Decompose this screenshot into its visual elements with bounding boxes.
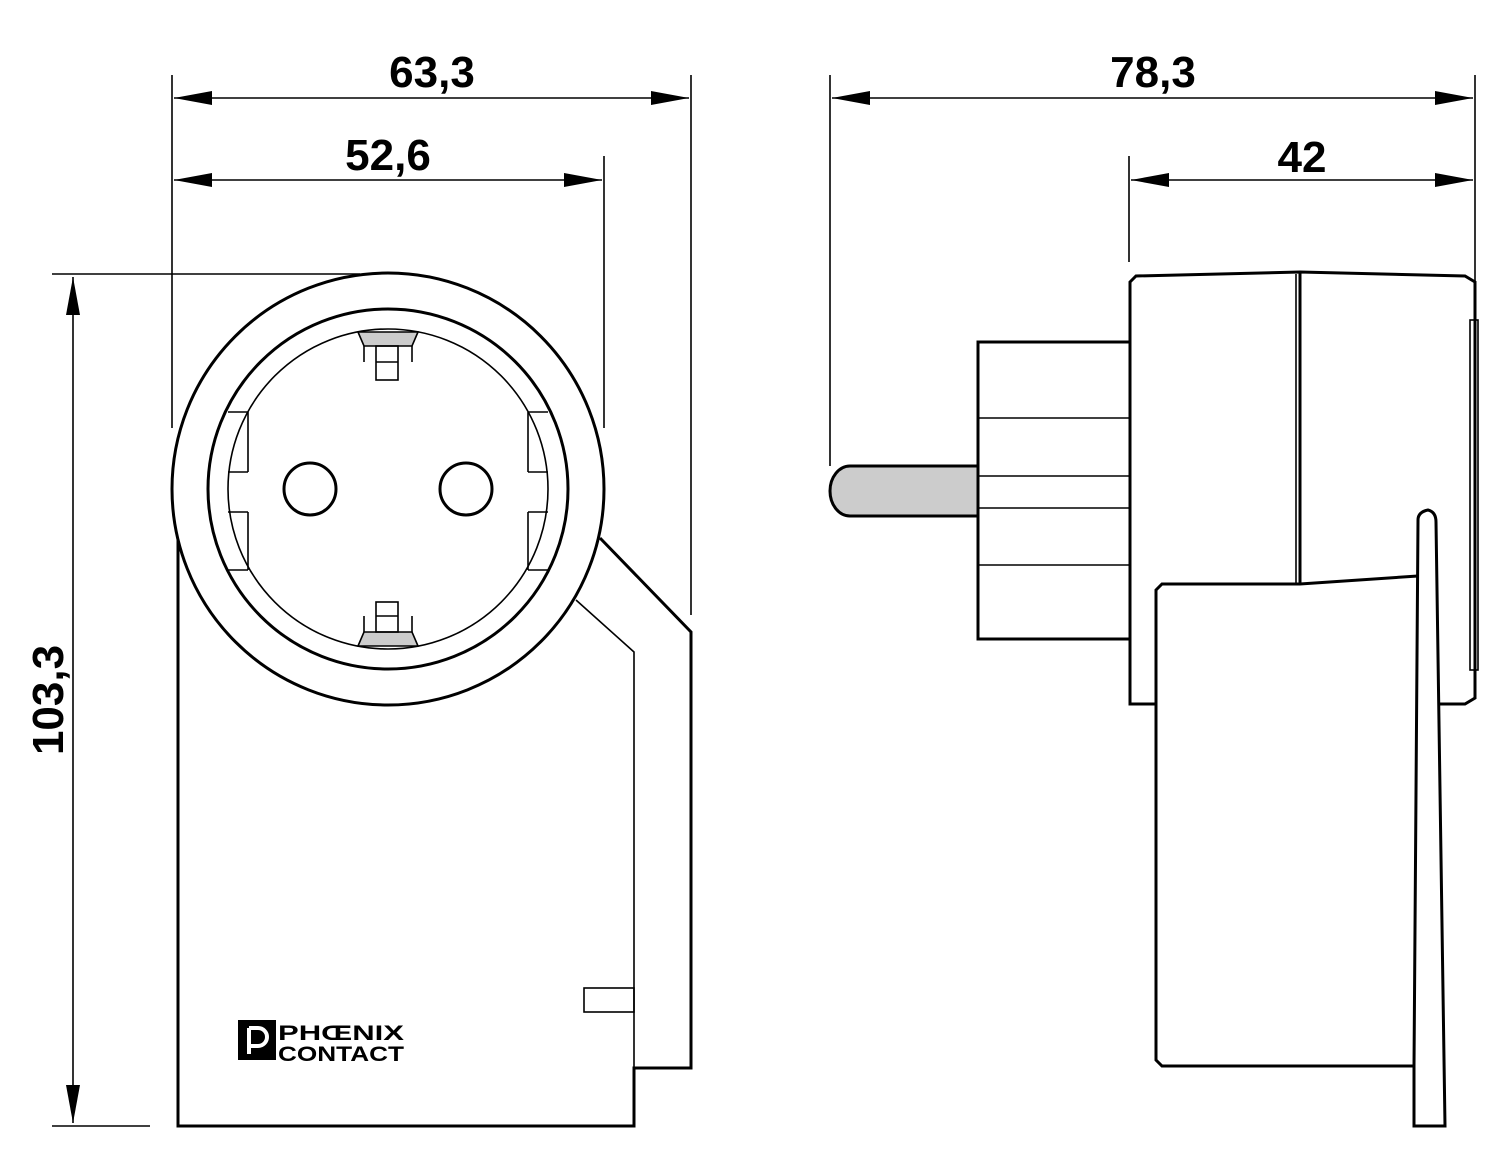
dimension-label-height: 103,3 bbox=[24, 645, 73, 755]
pin-hole-right bbox=[438, 461, 494, 517]
earth-clip-bottom bbox=[356, 601, 420, 647]
dimension-label-overall-depth: 78,3 bbox=[1110, 48, 1196, 97]
logo-text-line1: PHŒNIX bbox=[278, 1022, 404, 1045]
side-rear-lip bbox=[1469, 319, 1479, 671]
side-body-lower bbox=[1154, 574, 1420, 1068]
phoenix-contact-logo: PHŒNIX CONTACT bbox=[238, 1020, 404, 1066]
dimension-label-socket-width: 52,6 bbox=[345, 131, 431, 180]
indicator-slot bbox=[583, 987, 635, 1013]
dimension-label-overall-width: 63,3 bbox=[389, 48, 475, 97]
plug-collar bbox=[976, 340, 1132, 641]
socket-side-notches bbox=[228, 411, 548, 571]
socket-middle-ring bbox=[206, 307, 570, 671]
plug-pin bbox=[828, 464, 980, 518]
socket-inner-ring bbox=[227, 328, 549, 650]
side-view: 78,3 42 bbox=[828, 48, 1479, 1128]
plug-collar-ribs bbox=[978, 417, 1130, 566]
pin-hole-left bbox=[282, 461, 338, 517]
front-view: 63,3 52,6 103,3 bbox=[24, 48, 693, 1128]
socket-outer-ring bbox=[170, 271, 606, 707]
dimension-label-body-depth: 42 bbox=[1278, 133, 1327, 182]
earth-clip-top bbox=[356, 331, 420, 381]
side-rear-flap bbox=[1412, 508, 1447, 1128]
housing-inner-edge bbox=[575, 599, 635, 1068]
logo-text-line2: CONTACT bbox=[278, 1043, 404, 1066]
